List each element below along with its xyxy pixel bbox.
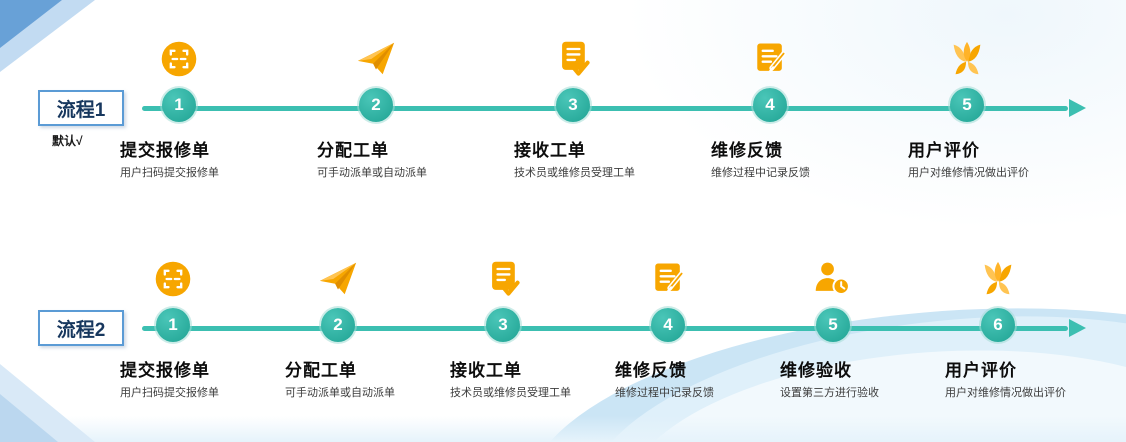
step-title: 提交报修单	[120, 141, 210, 160]
step-marker: 5	[908, 32, 1026, 122]
step-number-badge: 3	[556, 88, 590, 122]
step-3: 3 接收工单技术员或维修员受理工单	[450, 252, 603, 400]
step-marker: 6	[945, 252, 1051, 342]
step-description: 维修过程中记录反馈	[711, 167, 810, 179]
step-title: 用户评价	[908, 141, 980, 160]
document-edit-icon	[750, 32, 790, 86]
step-title: 接收工单	[514, 141, 586, 160]
step-title: 维修验收	[780, 361, 852, 380]
steps-container: 1 提交报修单用户扫码提交报修单 2 分配工单可手动派单或自动派单 3 接收工单技术员或维…	[120, 32, 1098, 180]
qr-scan-icon	[159, 32, 199, 86]
step-marker: 2	[317, 32, 435, 122]
step-title: 维修反馈	[615, 361, 687, 380]
step-marker: 2	[285, 252, 391, 342]
step-title: 维修反馈	[711, 141, 783, 160]
step-title: 分配工单	[285, 361, 357, 380]
step-marker: 3	[514, 32, 632, 122]
step-number-badge: 5	[816, 308, 850, 342]
step-1: 1 提交报修单用户扫码提交报修单	[120, 252, 273, 400]
step-6: 6 用户评价用户对维修情况做出评价	[945, 252, 1098, 400]
flow-sublabel: 默认√	[52, 134, 83, 148]
flow-timeline	[142, 106, 1068, 111]
step-description: 用户扫码提交报修单	[120, 167, 219, 179]
steps-container: 1 提交报修单用户扫码提交报修单 2 分配工单可手动派单或自动派单 3 接收工单技术员或维…	[120, 252, 1098, 400]
step-number-badge: 2	[359, 88, 393, 122]
document-edit-icon	[648, 252, 688, 306]
step-description: 技术员或维修员受理工单	[450, 387, 571, 399]
step-number-badge: 1	[162, 88, 196, 122]
flow-timeline	[142, 326, 1068, 331]
step-title: 提交报修单	[120, 361, 210, 380]
step-4: 4 维修反馈维修过程中记录反馈	[711, 32, 901, 180]
step-3: 3 接收工单技术员或维修员受理工单	[514, 32, 704, 180]
step-description: 技术员或维修员受理工单	[514, 167, 635, 179]
step-marker: 1	[120, 252, 226, 342]
step-number-badge: 2	[321, 308, 355, 342]
step-2: 2 分配工单可手动派单或自动派单	[285, 252, 438, 400]
step-5: 5 维修验收设置第三方进行验收	[780, 252, 933, 400]
step-marker: 3	[450, 252, 556, 342]
step-number-badge: 1	[156, 308, 190, 342]
person-clock-icon	[813, 252, 853, 306]
step-title: 接收工单	[450, 361, 522, 380]
step-title: 用户评价	[945, 361, 1017, 380]
step-marker: 4	[615, 252, 721, 342]
step-description: 维修过程中记录反馈	[615, 387, 714, 399]
step-title: 分配工单	[317, 141, 389, 160]
step-number-badge: 6	[981, 308, 1015, 342]
paper-plane-icon	[317, 252, 359, 306]
flow-row-1: 流程1 默认√ 1 提交报修单用户扫码提交报修单 2 分配工单可手动派单或自动派单 3 接收工…	[0, 6, 1126, 216]
step-number-badge: 4	[651, 308, 685, 342]
step-marker: 5	[780, 252, 886, 342]
step-description: 设置第三方进行验收	[780, 387, 879, 399]
flow-row-2: 流程2 1 提交报修单用户扫码提交报修单 2 分配工单可手动派单或自动派单 3 接收工单技术…	[0, 226, 1126, 436]
paper-plane-icon	[355, 32, 397, 86]
flower-icon	[977, 252, 1019, 306]
step-description: 用户对维修情况做出评价	[908, 167, 1029, 179]
document-check-icon	[553, 32, 593, 86]
step-number-badge: 3	[486, 308, 520, 342]
step-1: 1 提交报修单用户扫码提交报修单	[120, 32, 310, 180]
step-description: 用户对维修情况做出评价	[945, 387, 1066, 399]
flow-label: 流程2	[38, 310, 124, 346]
qr-scan-icon	[153, 252, 193, 306]
step-marker: 4	[711, 32, 829, 122]
step-4: 4 维修反馈维修过程中记录反馈	[615, 252, 768, 400]
step-number-badge: 5	[950, 88, 984, 122]
bottom-mist-decoration	[0, 416, 1126, 442]
step-description: 可手动派单或自动派单	[285, 387, 395, 399]
step-description: 可手动派单或自动派单	[317, 167, 427, 179]
step-marker: 1	[120, 32, 238, 122]
document-check-icon	[483, 252, 523, 306]
step-number-badge: 4	[753, 88, 787, 122]
step-5: 5 用户评价用户对维修情况做出评价	[908, 32, 1098, 180]
arrow-right-icon	[1069, 99, 1086, 117]
flower-icon	[946, 32, 988, 86]
step-description: 用户扫码提交报修单	[120, 387, 219, 399]
arrow-right-icon	[1069, 319, 1086, 337]
step-2: 2 分配工单可手动派单或自动派单	[317, 32, 507, 180]
flow-label: 流程1	[38, 90, 124, 126]
